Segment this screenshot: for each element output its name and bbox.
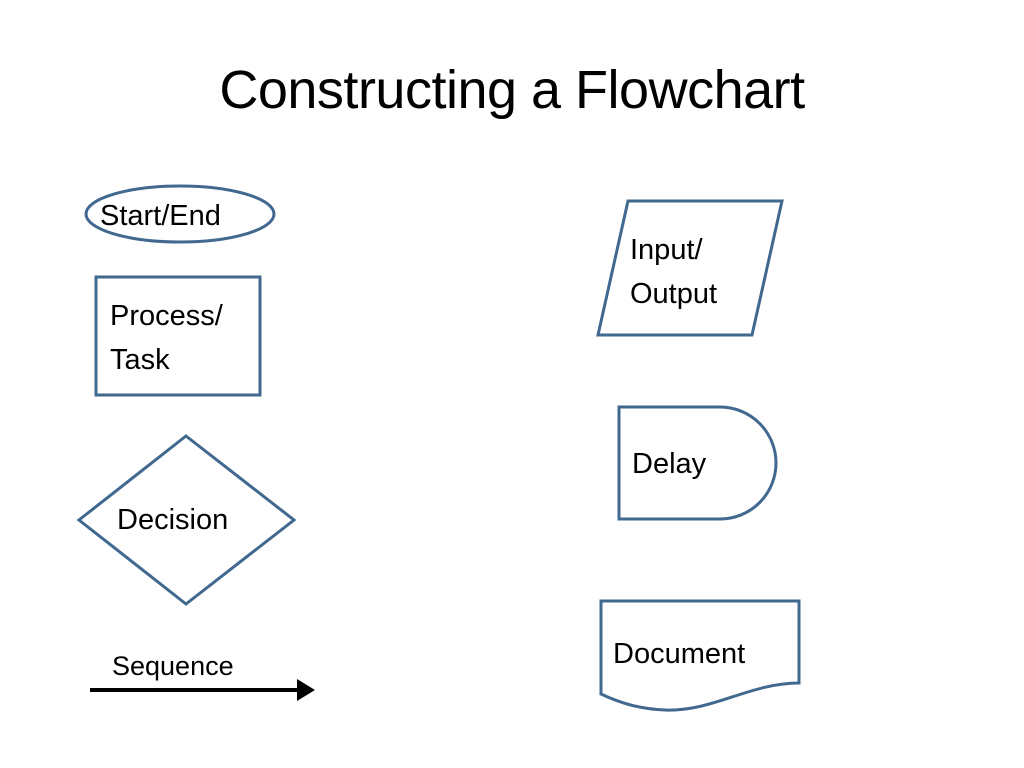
shape-label-document: Document [613, 638, 746, 670]
page-title: Constructing a Flowchart [219, 60, 805, 120]
shape-label-start-end: Start/End [100, 200, 221, 232]
shape-label-process-task: Process/ Task [110, 300, 223, 376]
shape-label-input-output: Input/ Output [630, 234, 718, 310]
shape-label-sequence: Sequence [112, 651, 234, 681]
shape-label-decision: Decision [117, 504, 229, 536]
shape-label-delay: Delay [632, 448, 707, 480]
